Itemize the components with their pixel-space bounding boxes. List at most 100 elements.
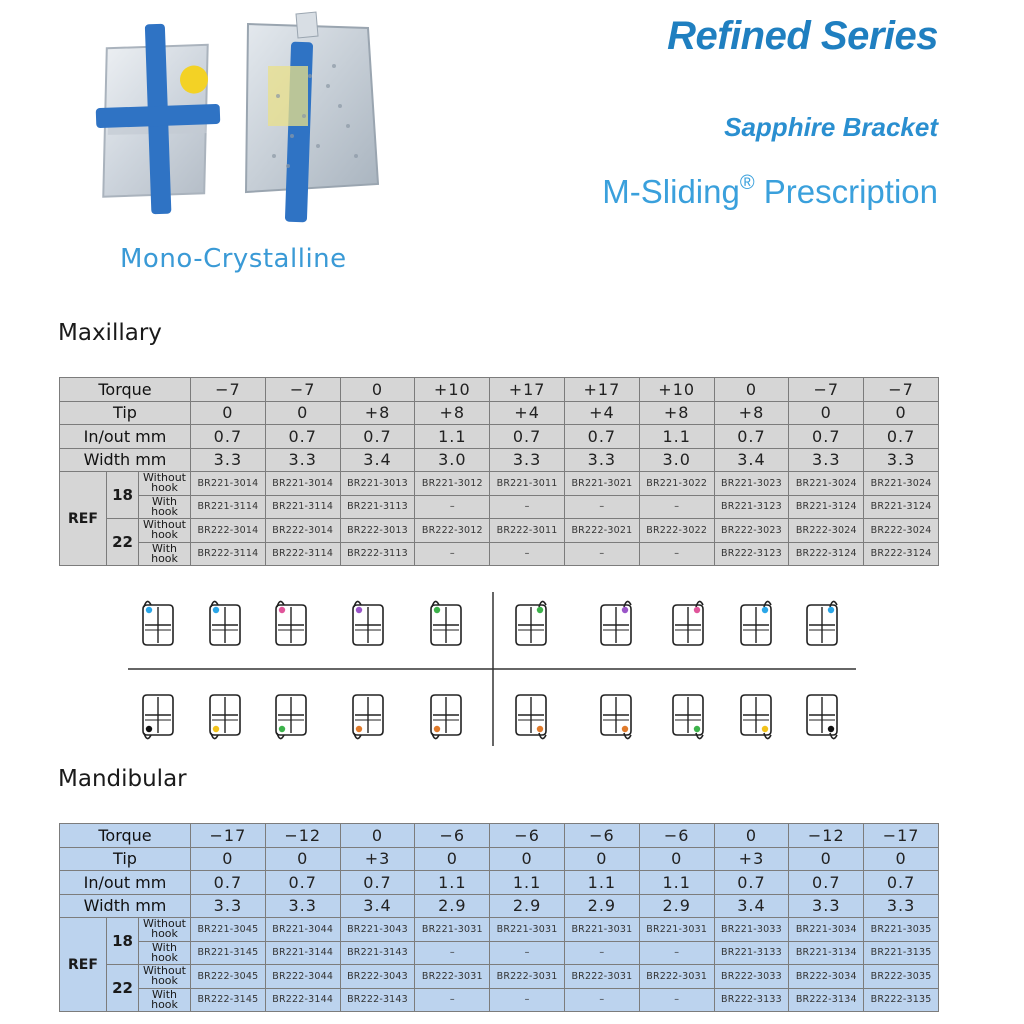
width-cell: 3.3	[563, 447, 640, 472]
inout-cell: 0.7	[713, 424, 790, 449]
torque-cell: −7	[788, 377, 865, 402]
ref-cell: BR222-3014	[264, 518, 341, 543]
width-cell: 3.3	[788, 893, 865, 918]
color-id-dot	[433, 725, 441, 733]
ref-cell: BR221-3035	[863, 917, 939, 942]
ref-cell: BR221-3143	[339, 940, 416, 965]
width-cell: 2.9	[489, 893, 565, 918]
bracket-left	[95, 23, 221, 215]
tip-cell: 0	[264, 846, 341, 871]
ref-cell: BR221-3031	[414, 917, 491, 942]
ref-cell: BR222-3011	[489, 518, 565, 543]
ref-cell: BR222-3143	[339, 987, 416, 1012]
ref-cell: BR222-3133	[713, 987, 790, 1012]
color-id-dot	[212, 606, 220, 614]
upper-bracket-icon	[352, 600, 384, 646]
width-cell: 2.9	[638, 893, 715, 918]
width-label: Width mm	[59, 447, 191, 472]
ref-cell: BR222-3014	[190, 518, 266, 543]
width-cell: 3.4	[713, 893, 790, 918]
wire-size-18: 18	[106, 917, 139, 965]
ref-cell: BR222-3031	[563, 964, 640, 989]
ref-cell: BR221-3044	[264, 917, 341, 942]
hook-word: hook	[151, 974, 178, 988]
ref-cell: BR222-3044	[264, 964, 341, 989]
lower-bracket-icon	[515, 694, 547, 740]
width-cell: 2.9	[563, 893, 640, 918]
material-caption: Mono-Crystalline	[120, 244, 347, 274]
ref-cell: BR221-3114	[264, 494, 341, 519]
tip-row: Tip 0 0 +8 +8 +4 +4 +8 +8 0 0	[59, 400, 939, 425]
ref-cell: BR221-3043	[339, 917, 416, 942]
tip-cell: +8	[638, 400, 715, 425]
color-id-dot	[433, 606, 441, 614]
ref-cell: BR221-3133	[713, 940, 790, 965]
color-id-dot	[761, 606, 769, 614]
upper-bracket-icon	[142, 600, 174, 646]
ref-cell: –	[638, 940, 715, 965]
torque-cell: −6	[489, 823, 565, 848]
bracket-photo	[95, 11, 380, 223]
ref-cell: –	[489, 987, 565, 1012]
ref-cell: BR221-3031	[489, 917, 565, 942]
inout-cell: 0.7	[190, 870, 266, 895]
torque-cell: +10	[638, 377, 715, 402]
ref-cell: BR221-3031	[638, 917, 715, 942]
ref-cell: BR221-3022	[638, 471, 715, 496]
ref-cell: BR222-3144	[264, 987, 341, 1012]
tip-cell: +3	[713, 846, 790, 871]
color-id-dot	[693, 606, 701, 614]
ref-cell: BR222-3024	[788, 518, 865, 543]
upper-bracket-icon	[515, 600, 547, 646]
inout-cell: 1.1	[638, 424, 715, 449]
upper-bracket-icon	[806, 600, 838, 646]
tip-cell: 0	[264, 400, 341, 425]
inout-label: In/out mm	[59, 870, 191, 895]
ref-cell: BR221-3114	[190, 494, 266, 519]
ref-cell: BR221-3135	[863, 940, 939, 965]
maxillary-table: Torque −7 −7 0 +10 +17 +17 +10 0 −7 −7 T…	[59, 377, 939, 566]
color-id-dot	[693, 725, 701, 733]
color-id-dot	[827, 725, 835, 733]
ref-cell: BR221-3113	[339, 494, 416, 519]
tip-cell: 0	[414, 846, 491, 871]
ref-cell: BR222-3145	[190, 987, 266, 1012]
product-type: Sapphire Bracket	[724, 112, 938, 142]
width-row: Width mm 3.3 3.3 3.4 3.0 3.3 3.3 3.0 3.4…	[59, 447, 939, 472]
ref-cell: BR221-3024	[863, 471, 939, 496]
color-id-dot	[621, 725, 629, 733]
width-row: Width mm 3.3 3.3 3.4 2.9 2.9 2.9 2.9 3.4…	[59, 893, 939, 918]
ref-cell: BR222-3043	[339, 964, 416, 989]
ref-cell: –	[638, 987, 715, 1012]
width-cell: 3.3	[788, 447, 865, 472]
ref-cell: BR222-3023	[713, 518, 790, 543]
torque-cell: +17	[489, 377, 565, 402]
ref-cell: –	[489, 494, 565, 519]
inout-cell: 0.7	[863, 870, 939, 895]
width-cell: 3.3	[863, 893, 939, 918]
ref-cell: BR222-3135	[863, 987, 939, 1012]
inout-cell: 0.7	[339, 424, 416, 449]
hook-word: hook	[151, 950, 178, 964]
ref-cell: –	[563, 987, 640, 1012]
inout-row: In/out mm 0.7 0.7 0.7 1.1 1.1 1.1 1.1 0.…	[59, 870, 939, 895]
wire-size-22: 22	[106, 964, 139, 1012]
ref-cell: BR222-3024	[863, 518, 939, 543]
color-id-dot	[145, 606, 153, 614]
ref-cell: BR221-3145	[190, 940, 266, 965]
ref-cell: BR222-3031	[489, 964, 565, 989]
with-hook-word: With	[152, 495, 177, 508]
lower-bracket-icon	[209, 694, 241, 740]
ref-cell: –	[414, 940, 491, 965]
upper-bracket-icon	[275, 600, 307, 646]
torque-cell: 0	[713, 377, 790, 402]
upper-bracket-icon	[209, 600, 241, 646]
